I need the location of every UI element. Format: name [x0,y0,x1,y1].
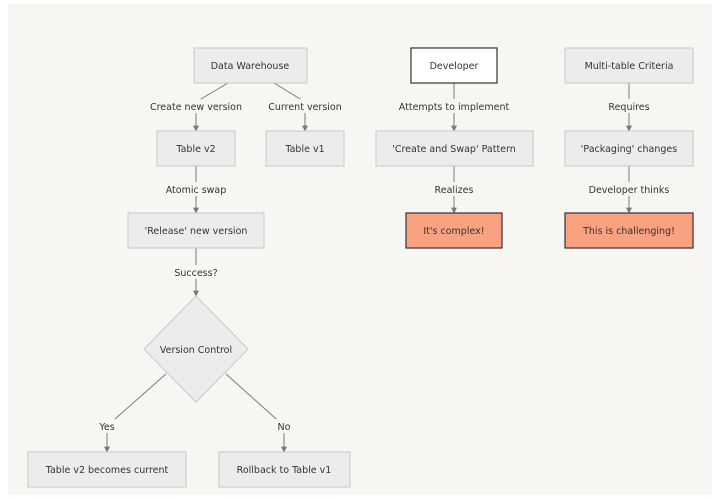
node-developer[interactable]: Developer [410,47,498,84]
node-data-warehouse[interactable]: Data Warehouse [193,47,308,84]
node-label: Table v1 [284,144,324,155]
node-packaging-changes[interactable]: 'Packaging' changes [564,130,694,167]
node-label: It's complex! [423,226,484,237]
node-label: This is challenging! [582,226,675,237]
node-label: Rollback to Table v1 [237,465,332,476]
node-label: Data Warehouse [211,61,290,72]
edge-label-yes: Yes [98,422,114,433]
flowchart: Create new version Current version Atomi… [27,47,694,488]
node-rollback-to-table-v1[interactable]: Rollback to Table v1 [218,451,351,488]
node-create-and-swap-pattern[interactable]: 'Create and Swap' Pattern [375,130,534,167]
diagram-canvas: Create new version Current version Atomi… [8,4,712,495]
edge-label-no: No [278,422,291,433]
node-table-v2-becomes-current[interactable]: Table v2 becomes current [27,451,187,488]
edge-version-control-to-rollback [225,373,287,453]
edge-label-success: Success? [174,268,217,279]
node-label: Multi-table Criteria [585,61,674,72]
edge-label-attempts-to-implement: Attempts to implement [399,102,510,113]
edge-label-requires: Requires [608,102,649,113]
node-label: 'Release' new version [145,226,248,237]
node-table-v2[interactable]: Table v2 [156,130,236,167]
node-label: Table v2 [175,144,215,155]
node-its-complex[interactable]: It's complex! [405,212,503,249]
node-version-control[interactable]: Version Control [143,295,249,403]
node-this-is-challenging[interactable]: This is challenging! [564,212,694,249]
edge-version-control-to-v2-current [104,373,167,453]
node-label: 'Create and Swap' Pattern [392,144,516,155]
edge-label-developer-thinks: Developer thinks [589,185,670,196]
node-label: Table v2 becomes current [45,465,169,476]
node-label: Version Control [160,345,232,356]
edge-label-atomic-swap: Atomic swap [166,185,227,196]
node-label: 'Packaging' changes [581,144,677,155]
edge-labels: Create new version Current version Atomi… [97,99,671,433]
node-release-new-version[interactable]: 'Release' new version [127,212,265,249]
edge-label-realizes: Realizes [435,185,474,196]
node-label: Developer [430,61,479,72]
node-table-v1[interactable]: Table v1 [265,130,345,167]
node-multi-table-criteria[interactable]: Multi-table Criteria [564,47,694,84]
edge-label-current-version: Current version [268,102,342,113]
edge-label-create-new-version: Create new version [150,102,242,113]
